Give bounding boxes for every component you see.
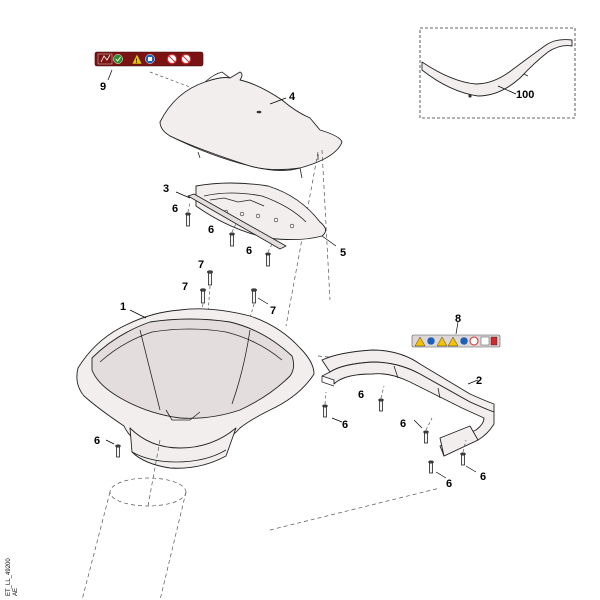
- part-100-cover-edge: [421, 39, 573, 97]
- inset-detail-box: 100: [419, 27, 576, 119]
- part-2-bracket: 2: [321, 349, 495, 457]
- callout-7b: 7: [182, 281, 188, 293]
- svg-text:!: !: [136, 59, 138, 65]
- safety-label-9: ! 9: [94, 51, 204, 93]
- bracket-screws: 6 6 6 6 6: [322, 385, 486, 490]
- label-warning-icon: [436, 336, 448, 347]
- screw: [200, 288, 206, 304]
- reference-code: ET_LL_49200 AE: [6, 558, 19, 596]
- label-warning-icon: [131, 53, 143, 65]
- top-cover-shell: [159, 71, 343, 171]
- label-hands-icon: [480, 336, 490, 346]
- part-4-top-cover: 4: [159, 71, 343, 179]
- callout-2: 2: [476, 375, 482, 387]
- housing-bottom-screw: 6: [94, 435, 121, 458]
- screw: [428, 460, 434, 474]
- callout-6g: 6: [400, 418, 406, 430]
- callout-4: 4: [289, 91, 296, 103]
- callout-7c: 7: [270, 305, 276, 317]
- screw: [229, 232, 235, 247]
- label-warning-icon: [447, 336, 459, 347]
- label-check-icon: [113, 54, 123, 64]
- label-stop-icon: [490, 336, 498, 346]
- callout-6h: 6: [446, 478, 452, 490]
- blower-tube-outline: [81, 439, 187, 600]
- label-eye-protection-icon: [459, 336, 469, 346]
- screw: [207, 270, 213, 286]
- callout-9: 9: [100, 81, 106, 93]
- callout-1: 1: [120, 301, 126, 313]
- label-read-manual-icon: [426, 336, 436, 346]
- screw: [265, 252, 271, 267]
- safety-label-8: 8: [411, 313, 501, 348]
- callout-6i: 6: [480, 471, 486, 483]
- bracket-end-foot: [439, 425, 479, 457]
- housing-funnel: [129, 427, 237, 469]
- screw: [251, 288, 257, 304]
- screw: [460, 452, 466, 466]
- callout-6d: 6: [94, 435, 100, 447]
- callout-6e: 6: [342, 419, 348, 431]
- label-hand-icon: [97, 53, 113, 65]
- reference-code-text: ET_LL_49200: [6, 558, 12, 596]
- callout-100: 100: [516, 89, 534, 101]
- part-3-strip: 3: [163, 183, 287, 250]
- reference-code-sub: AE: [13, 588, 19, 596]
- screw: [378, 398, 384, 412]
- label-no-entry-icon: [469, 336, 479, 346]
- callout-8: 8: [455, 313, 461, 325]
- screw: [185, 212, 191, 227]
- callout-6f: 6: [358, 389, 364, 401]
- callout-6a: 6: [172, 203, 178, 215]
- callout-6c: 6: [246, 245, 252, 257]
- callout-6b: 6: [208, 224, 214, 236]
- strip-screws: 6 6 6: [172, 201, 273, 267]
- bracket-front-wall: [321, 361, 495, 457]
- callout-5: 5: [340, 247, 346, 259]
- screw: [423, 430, 429, 444]
- screw: [322, 404, 328, 418]
- callout-7a: 7: [198, 259, 204, 271]
- part-1-housing: 1: [76, 301, 315, 469]
- strip-body: [187, 193, 287, 250]
- housing-inner-opening: [91, 318, 295, 419]
- label-spark-icon: [100, 54, 111, 63]
- callout-3: 3: [163, 183, 169, 195]
- label-warning-icon: [414, 336, 426, 347]
- part-5-inner-plate: 5: [195, 182, 346, 259]
